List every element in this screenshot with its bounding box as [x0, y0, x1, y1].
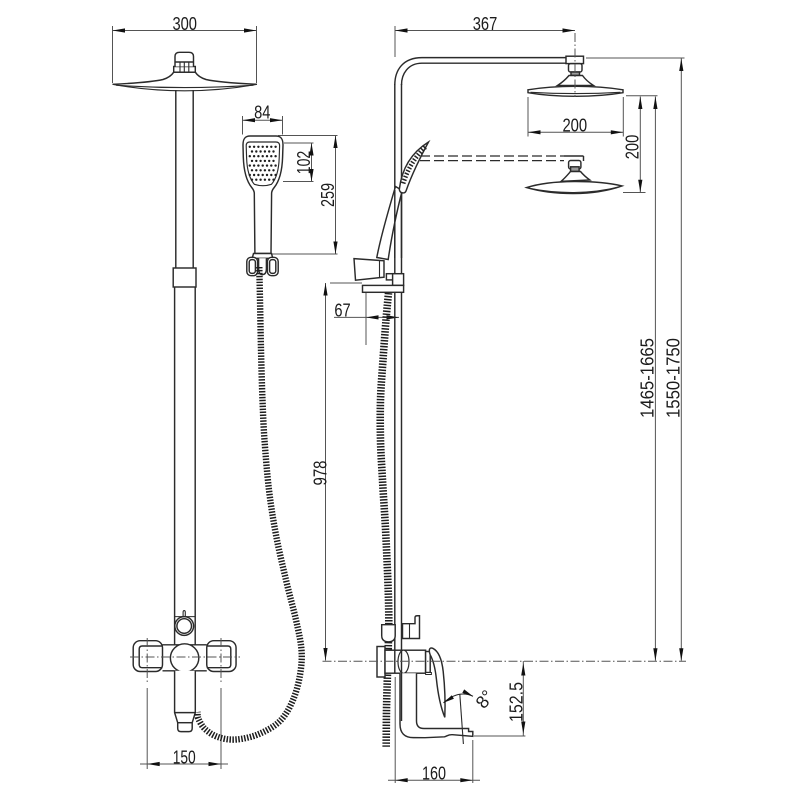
svg-text:367: 367: [473, 13, 498, 34]
svg-text:150: 150: [173, 746, 196, 767]
svg-text:200: 200: [622, 135, 643, 160]
svg-text:84: 84: [254, 102, 270, 123]
svg-text:102: 102: [293, 151, 314, 175]
svg-text:200: 200: [562, 114, 587, 135]
svg-text:300: 300: [172, 13, 197, 34]
svg-text:67: 67: [334, 300, 350, 321]
svg-text:259: 259: [317, 183, 338, 207]
svg-text:978: 978: [310, 461, 331, 486]
svg-text:1550-1750: 1550-1750: [663, 338, 684, 418]
svg-text:160: 160: [422, 763, 446, 784]
svg-text:152.5: 152.5: [506, 682, 527, 722]
svg-text:1465-1665: 1465-1665: [637, 338, 658, 418]
